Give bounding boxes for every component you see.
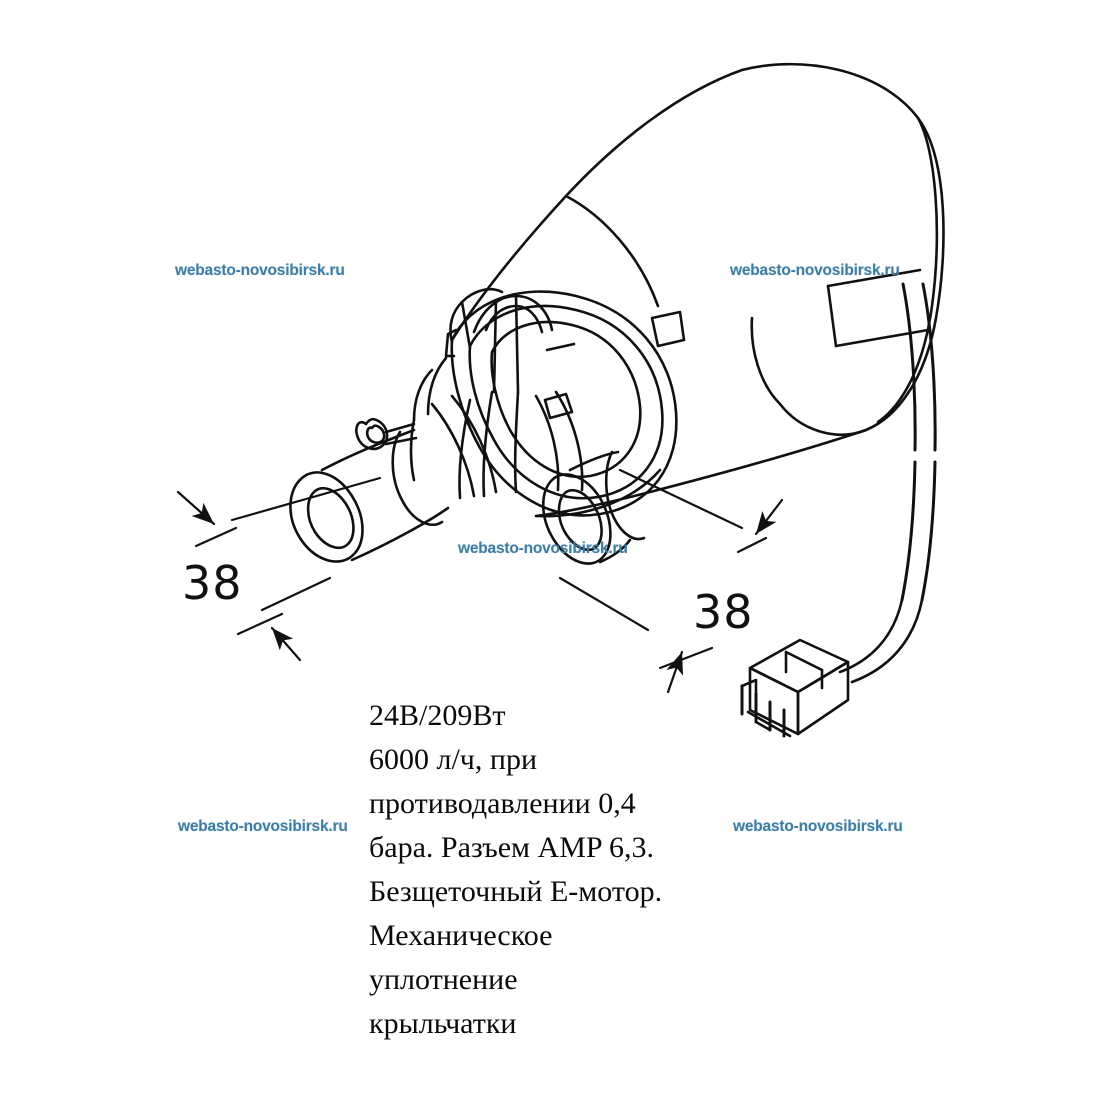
amp-connector	[740, 638, 850, 738]
inlet-port	[289, 428, 450, 563]
wiring-harness	[838, 282, 937, 684]
dimension-label-outlet: 38	[693, 585, 754, 639]
motor-front-flange	[450, 194, 686, 518]
dimension-label-inlet: 38	[182, 556, 243, 610]
motor-body	[450, 62, 945, 518]
pump-housing	[355, 288, 584, 500]
outlet-port	[541, 450, 646, 565]
dimension-leaders	[176, 468, 784, 694]
